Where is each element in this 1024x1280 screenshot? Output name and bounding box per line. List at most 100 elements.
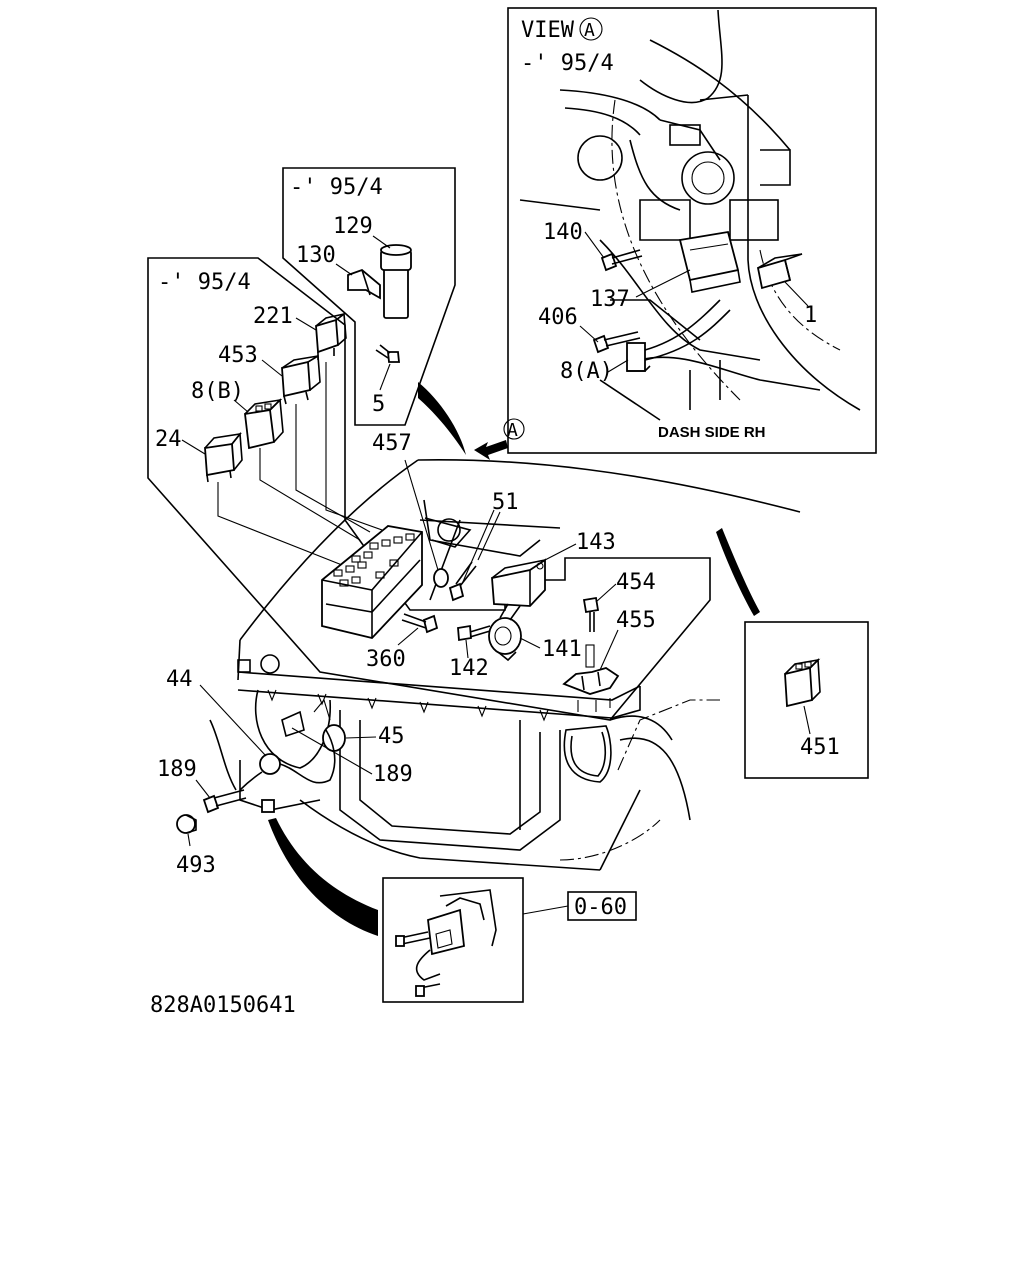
callout-130: 130: [296, 243, 336, 268]
relay-1: [756, 253, 803, 290]
reference-leader: [522, 905, 569, 915]
leader-51b: [477, 511, 501, 561]
leader-51: [461, 509, 495, 585]
callout-221: 221: [253, 304, 293, 329]
leader-24: [181, 439, 206, 455]
view-a-date-note: -' 95/4: [521, 51, 614, 76]
wire-harness-44: [239, 729, 336, 813]
upper-relay-date-note: -' 95/4: [290, 175, 383, 200]
upper-relay-panel: -' 95/4 129 130 5: [282, 167, 456, 426]
callout-140: 140: [543, 220, 583, 245]
vehicle-front-body: [209, 459, 801, 871]
callout-406: 406: [538, 305, 578, 330]
callout-455: 455: [616, 608, 656, 633]
leader-130: [335, 263, 353, 276]
view-a-title: VIEW: [521, 18, 575, 43]
leader-1: [784, 281, 809, 307]
part-130: [347, 268, 381, 300]
callout-129: 129: [333, 214, 373, 239]
reference-label: 0-60: [574, 895, 627, 920]
left-relay-panel: -' 95/4 221 453 8(B): [147, 257, 711, 721]
bolt-360: [401, 613, 439, 634]
callout-457: 457: [372, 431, 412, 456]
leader-189a: [195, 779, 211, 799]
horn-141: [488, 603, 522, 662]
callout-142: 142: [449, 656, 489, 681]
leader-44: [199, 684, 267, 757]
left-relay-date-note: -' 95/4: [158, 270, 251, 295]
part-129: [380, 244, 412, 319]
leader-454: [595, 583, 617, 603]
view-a-frame: [507, 7, 877, 454]
relay-24: [204, 431, 243, 483]
view-a-arrow: [474, 440, 508, 460]
left-relay-frame: [147, 257, 711, 721]
callout-8a: 8(A): [560, 359, 613, 384]
callout-493: 493: [176, 853, 216, 878]
clip-493: [176, 814, 197, 834]
view-a-indicator-letter: A: [507, 420, 518, 441]
reference-frame: [382, 877, 524, 1003]
view-a-letter: A: [584, 20, 595, 41]
dash-panel-structure: [519, 9, 861, 421]
leader-142: [465, 639, 469, 659]
callout-454: 454: [616, 570, 656, 595]
bracket-455-bolts: [577, 698, 611, 712]
leader-221: [295, 317, 317, 331]
leader-455: [599, 629, 619, 671]
bolt-406: [592, 331, 641, 354]
leader-453: [261, 359, 283, 377]
bolt-140: [600, 249, 643, 272]
leader-137: [635, 269, 691, 298]
bolt-142: [457, 624, 491, 642]
leader-5: [379, 363, 391, 391]
leader-451: [803, 705, 811, 735]
view-a-indicator: A: [474, 418, 525, 460]
control-unit-137: [678, 230, 741, 293]
view-a-panel: VIEW A -' 95/4 DASH SIDE RH: [507, 7, 877, 454]
callout-8b: 8(B): [191, 379, 244, 404]
leader-143: [544, 543, 577, 561]
drawing-number: 828A0150641: [150, 993, 296, 1018]
callout-137: 137: [590, 287, 630, 312]
bracket-143: [491, 558, 546, 607]
upper-relay-pointer: [418, 382, 466, 455]
callout-51: 51: [492, 490, 519, 515]
view-a-circle: [579, 17, 603, 41]
reference-pointer: [268, 818, 378, 936]
horn-45: [281, 710, 346, 752]
bolt-457: [433, 568, 449, 588]
reference-label-box: [567, 891, 637, 921]
relay-451-pointer: [716, 528, 760, 616]
leader-360: [397, 627, 419, 646]
relay-453: [281, 354, 321, 405]
relay-8a: [626, 299, 731, 372]
relay-connection-lines: [217, 362, 383, 566]
leader-457: [404, 459, 439, 571]
leader-129: [372, 235, 391, 249]
callout-360: 360: [366, 647, 406, 672]
leader-140: [584, 231, 605, 259]
view-a-indicator-circle: [503, 418, 525, 440]
relay-451-panel: 451: [744, 621, 869, 779]
relay-451-frame: [744, 621, 869, 779]
callout-143: 143: [576, 530, 616, 555]
upper-relay-frame: [282, 167, 456, 426]
bolt-454: [582, 596, 600, 632]
callout-141: 141: [542, 637, 582, 662]
fuse-relay-box: [321, 525, 423, 639]
grille-teeth: [267, 689, 549, 722]
callout-24: 24: [155, 427, 182, 452]
leader-8a: [607, 359, 629, 373]
view-a-caption: DASH SIDE RH: [658, 424, 766, 441]
callout-451: 451: [800, 735, 840, 760]
bracket-455: [562, 644, 620, 695]
callout-189b: 189: [373, 762, 413, 787]
leader-8b: [233, 399, 249, 413]
relay-451: [784, 658, 821, 708]
leader-493: [187, 833, 191, 847]
reference-panel: 0-60: [382, 877, 637, 1003]
leader-189b: [291, 727, 373, 775]
relay-221: [315, 312, 347, 360]
